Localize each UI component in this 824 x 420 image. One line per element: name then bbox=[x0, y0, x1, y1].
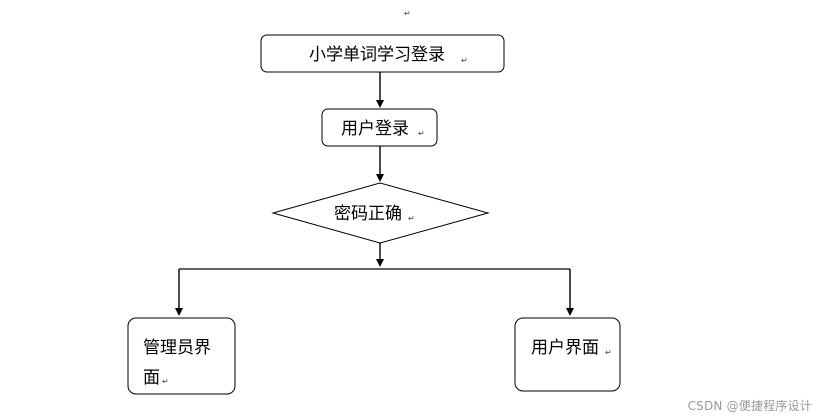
user-node-label: 用户界面 bbox=[531, 338, 599, 358]
user-node-mark: ↵ bbox=[605, 348, 612, 357]
start-node-mark: ↵ bbox=[461, 56, 468, 65]
login-node-label: 用户登录 bbox=[341, 119, 409, 139]
admin-node: 管理员界 面 ↵ bbox=[127, 317, 236, 395]
decision-node-mark: ↵ bbox=[408, 214, 415, 223]
decision-node: 密码正确 ↵ bbox=[271, 182, 490, 244]
login-node: 用户登录 ↵ bbox=[321, 108, 438, 147]
admin-node-mark: ↵ bbox=[162, 377, 169, 386]
login-node-mark: ↵ bbox=[418, 129, 425, 138]
start-node-label: 小学单词学习登录 bbox=[309, 45, 445, 65]
paragraph-mark: ↵ bbox=[404, 9, 411, 18]
admin-node-label-line1: 管理员界 bbox=[143, 338, 211, 358]
watermark: CSDN @便捷程序设计 bbox=[687, 399, 812, 413]
admin-node-label-line2: 面 bbox=[143, 368, 160, 388]
start-node: 小学单词学习登录 ↵ bbox=[260, 34, 505, 73]
user-node: 用户界面 ↵ bbox=[514, 317, 621, 392]
decision-node-label: 密码正确 bbox=[334, 204, 402, 224]
